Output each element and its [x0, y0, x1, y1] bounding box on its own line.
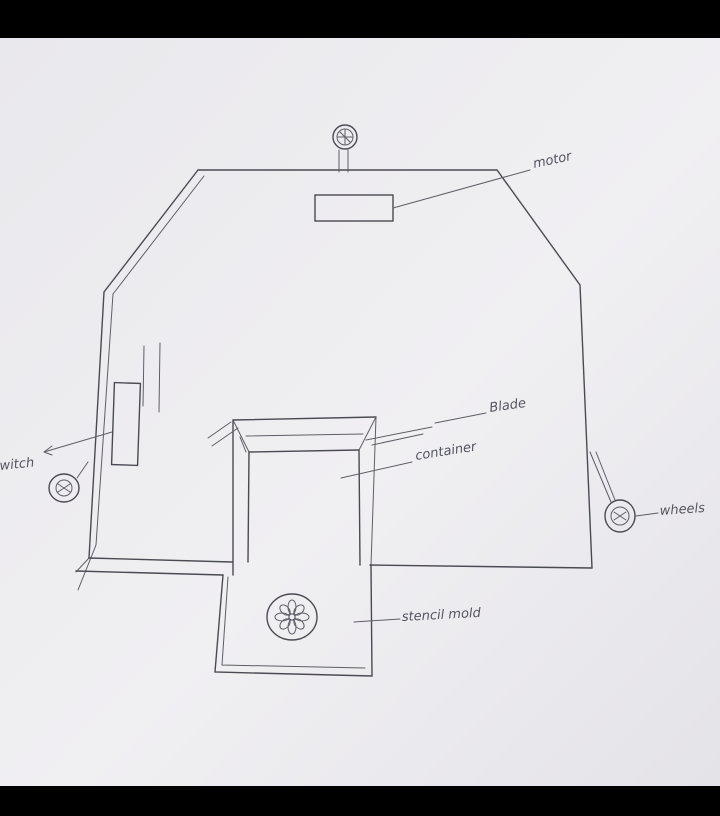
wheels-label: wheels: [659, 501, 705, 519]
paper-sheet: [0, 38, 720, 786]
